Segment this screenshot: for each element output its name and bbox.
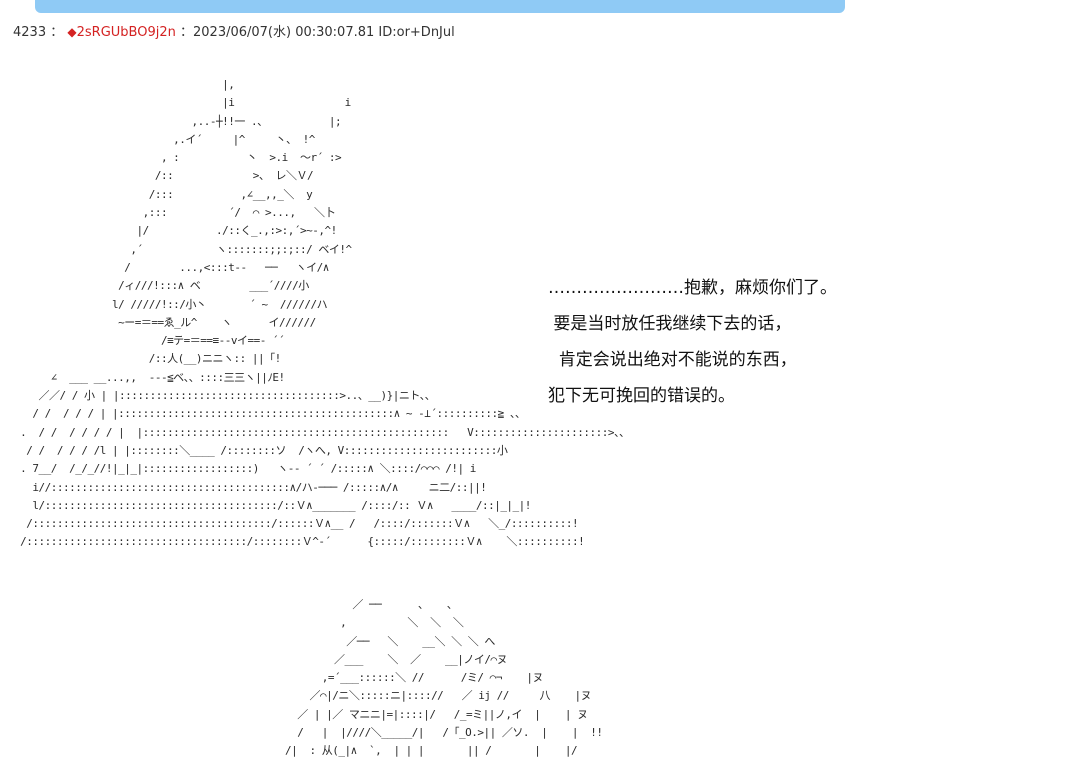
- dialogue-line: 犯下无可挽回的错误的。: [548, 386, 735, 406]
- trip-diamond-icon: ◆: [67, 25, 77, 39]
- dialogue-line: ……………………抱歉，麻烦你们了。: [548, 278, 837, 298]
- post-separator: ：: [50, 25, 64, 40]
- dialogue-line: 肯定会说出绝对不能说的东西，: [548, 350, 797, 370]
- top-bar: [35, 0, 845, 13]
- post-header: 4233 ： ◆2sRGUbBO9j2n ：2023/06/07(水) 00:3…: [13, 24, 455, 41]
- dialogue-text: ……………………抱歉，麻烦你们了。 要是当时放任我继续下去的话， 肯定会说出绝对…: [548, 270, 837, 414]
- ascii-art-bottom: ／ ── 、 、 , ＼ ＼ ＼ ／── ＼ __＼ ＼ ＼ へ ／___ ＼ …: [284, 598, 603, 758]
- post-number[interactable]: 4233: [13, 25, 47, 40]
- dialogue-line: 要是当时放任我继续下去的话，: [548, 314, 792, 334]
- post-meta: ：2023/06/07(水) 00:30:07.81 ID:or+DnJul: [180, 25, 455, 40]
- poster-trip: 2sRGUbBO9j2n: [76, 25, 176, 40]
- ascii-art-top: |, |i i ,..-┼!!一 .、 |; ,.イ´ |^ 丶、 !^ , :…: [20, 78, 630, 549]
